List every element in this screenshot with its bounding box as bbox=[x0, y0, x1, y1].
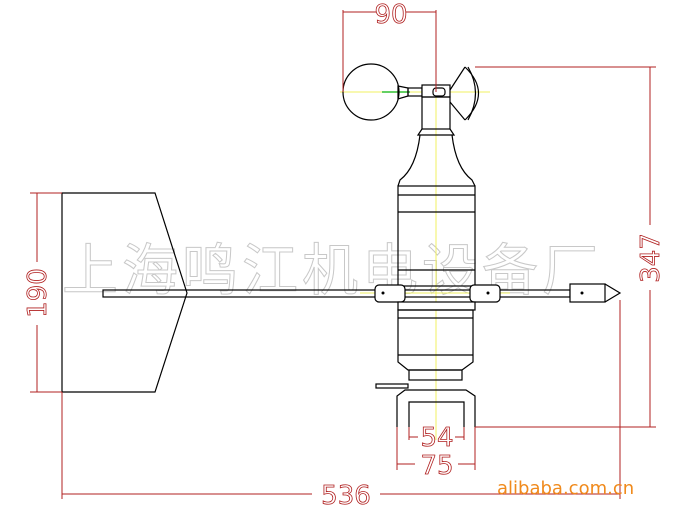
tail-vane bbox=[61, 192, 188, 393]
dimension-190: 190 bbox=[23, 192, 62, 393]
svg-text:54: 54 bbox=[420, 423, 453, 453]
dimension-536: 536 bbox=[61, 300, 621, 511]
svg-text:347: 347 bbox=[636, 233, 666, 283]
svg-text:190: 190 bbox=[23, 268, 53, 318]
right-cup bbox=[449, 66, 466, 121]
svg-text:90: 90 bbox=[374, 0, 407, 30]
centerlines bbox=[340, 10, 510, 440]
svg-text:75: 75 bbox=[420, 451, 453, 481]
dimension-347: 347 bbox=[475, 66, 666, 428]
company-watermark: 上海鸣江机电设备厂 bbox=[62, 239, 602, 304]
dimension-54-75: 54 75 bbox=[396, 423, 476, 481]
site-watermark: alibaba.com.cn bbox=[497, 478, 634, 499]
vane-rod bbox=[102, 283, 622, 303]
dimension-90: 90 bbox=[342, 0, 437, 92]
svg-text:536: 536 bbox=[321, 481, 371, 511]
sensor-body bbox=[397, 96, 476, 287]
lower-body bbox=[375, 301, 476, 427]
